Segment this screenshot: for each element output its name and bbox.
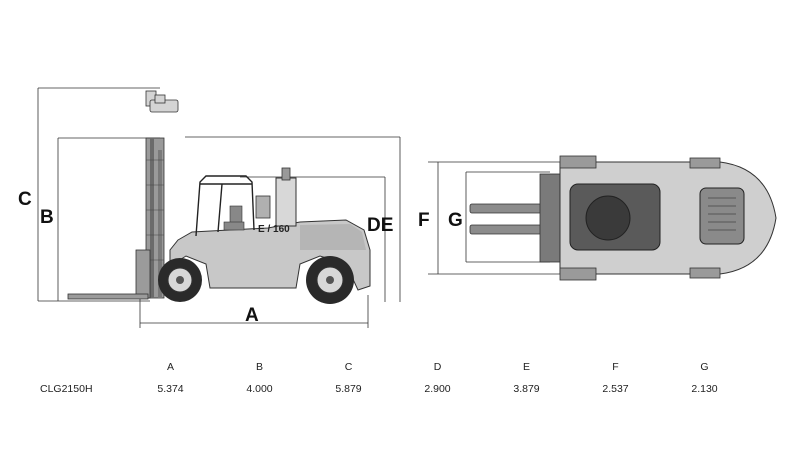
front-wheel bbox=[158, 258, 202, 302]
model-plate: E / 160 bbox=[258, 224, 290, 235]
cab-roof-center bbox=[585, 195, 631, 241]
table-cell: 2.900 bbox=[424, 383, 451, 395]
table-cell: 2.130 bbox=[691, 383, 718, 395]
side-dimension-lines bbox=[37, 87, 401, 328]
engine-vents bbox=[708, 197, 736, 231]
table-header-cell: F bbox=[612, 361, 619, 373]
carriage-top bbox=[539, 173, 561, 263]
table-header-row: A B C D E F G bbox=[40, 356, 749, 378]
dim-label-a: A bbox=[245, 305, 259, 326]
model-name: CLG2150H bbox=[40, 383, 93, 395]
dim-label-de: DE bbox=[367, 215, 393, 236]
cab bbox=[195, 175, 255, 237]
table-header-cell: E bbox=[522, 361, 530, 373]
table-cell: 4.000 bbox=[246, 383, 273, 395]
table-row: CLG2150H 5.374 4.000 5.879 2.900 3.879 2… bbox=[40, 378, 749, 400]
raised-carriage bbox=[145, 90, 179, 113]
dimension-table: A B C D E F G CLG2150H 5.374 4.000 5.879… bbox=[40, 356, 749, 400]
forks-top bbox=[469, 203, 561, 235]
mast bbox=[145, 137, 165, 299]
side-view: E / 160 C B DE A bbox=[18, 87, 401, 328]
table-cell: 5.879 bbox=[335, 383, 362, 395]
table-cell: 2.537 bbox=[602, 383, 629, 395]
top-dimension-lines bbox=[428, 161, 560, 275]
table-header-cell: D bbox=[433, 361, 442, 373]
exhaust bbox=[255, 167, 297, 227]
top-view: F G bbox=[418, 155, 777, 281]
table-cell: 3.879 bbox=[513, 383, 540, 395]
forks bbox=[67, 249, 151, 300]
dim-label-f: F bbox=[418, 210, 430, 231]
dim-label-c: C bbox=[18, 189, 32, 210]
table-header-cell: B bbox=[255, 361, 263, 373]
table-header-cell: G bbox=[700, 361, 709, 373]
table-header-cell: C bbox=[344, 361, 353, 373]
table-header-empty bbox=[40, 356, 126, 378]
dim-label-b: B bbox=[40, 207, 54, 228]
table-cell: 5.374 bbox=[157, 383, 184, 395]
engine-cover bbox=[699, 187, 745, 245]
rear-wheel bbox=[306, 256, 354, 304]
table-header-cell: A bbox=[166, 361, 174, 373]
top-wheels bbox=[559, 155, 721, 281]
dim-label-g: G bbox=[448, 210, 463, 231]
seat bbox=[223, 205, 245, 231]
